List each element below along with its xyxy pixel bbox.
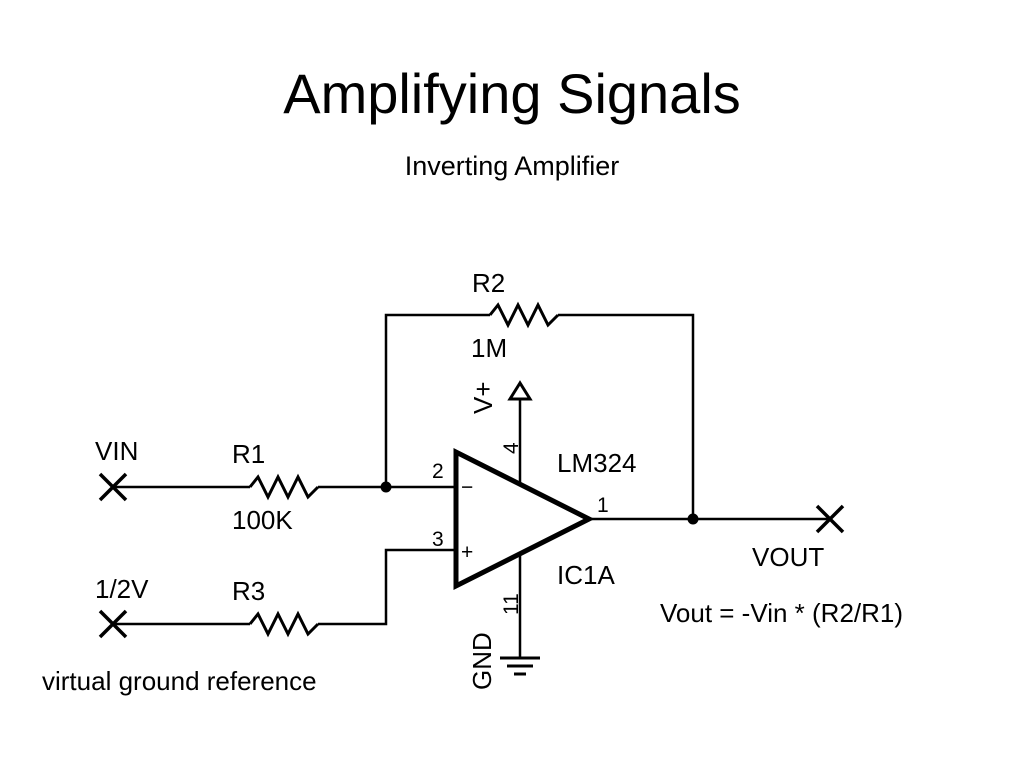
minus-sign: − [461,476,473,499]
virtual-ground-label: virtual ground reference [42,666,317,696]
pin-1-label: 1 [597,494,609,517]
formula-label: Vout = -Vin * (R2/R1) [660,598,903,628]
r2-label: R2 [472,268,505,298]
r2-value: 1M [471,333,507,363]
vplus-label: V+ [468,381,498,414]
opamp-symbol [453,447,595,591]
r1-resistor [248,473,320,501]
vplus-supply [507,380,533,486]
plus-sign: + [461,541,473,564]
pin-3-label: 3 [432,528,444,551]
page-title: Amplifying Signals [283,62,741,125]
gnd-supply [500,553,540,676]
opamp-part-label: LM324 [557,448,637,478]
pin-11-label: 11 [500,593,523,615]
vout-output-path [589,504,845,534]
pin-2-label: 2 [432,460,444,483]
vout-terminal-icon [815,504,845,534]
half-v-label: 1/2V [95,574,149,604]
r1-label: R1 [232,439,265,469]
page-subtitle: Inverting Amplifier [404,151,620,181]
r1-value: 100K [232,505,293,535]
output-junction-dot [687,513,699,525]
opamp-ref-label: IC1A [557,560,615,590]
half-v-input-path [98,548,456,639]
vin-label: VIN [95,436,138,466]
r3-label: R3 [232,576,265,606]
input-junction-dot [380,481,392,493]
r3-resistor [248,610,320,638]
vplus-arrow-icon [507,380,533,401]
vin-input-path [98,472,456,502]
vout-label: VOUT [752,542,824,572]
r2-resistor [488,301,560,329]
ground-icon [500,656,540,676]
gnd-label: GND [467,632,497,690]
pin-4-label: 4 [500,442,523,454]
feedback-path [384,301,695,519]
